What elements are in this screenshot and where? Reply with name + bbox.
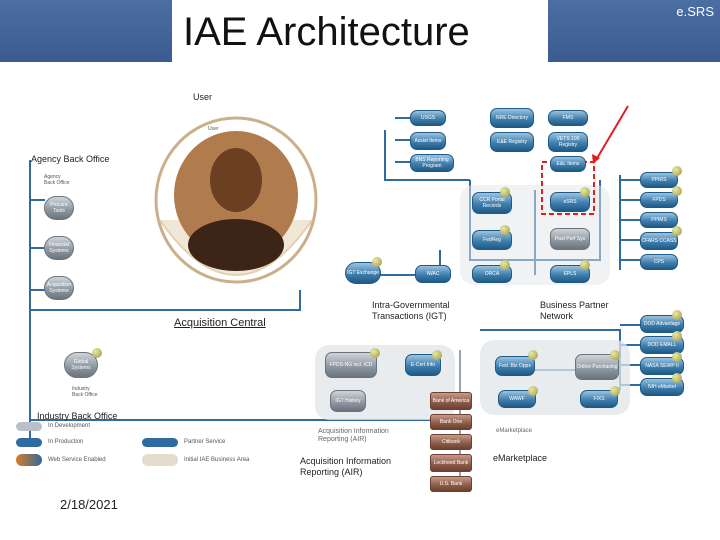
status-dot — [528, 350, 538, 360]
node-procure-tools: Procure Tools — [44, 196, 74, 220]
node-acquisition-systems: Acquisition Systems — [44, 276, 74, 300]
node-ccr: CCR Portal Records — [472, 192, 512, 214]
node-fedbizopps: Fed. Biz Opps — [495, 356, 535, 376]
node-nih-emarket: NIH eMarket — [640, 378, 684, 396]
node-igt-history: IGT History — [330, 390, 366, 412]
node-bns: BNS Reporting Program — [410, 154, 454, 172]
line-top-trunk — [384, 130, 470, 181]
status-dot — [500, 187, 510, 197]
node-igt-exchange: IGT Exchange — [345, 262, 381, 284]
status-dot — [610, 350, 620, 360]
node-usgs: USGS — [410, 110, 446, 126]
inner-label-user: User — [208, 126, 219, 132]
user-silhouette — [210, 148, 262, 212]
status-dot — [672, 186, 682, 196]
legend-swatch-initial-area — [142, 454, 178, 466]
user-body — [188, 219, 284, 271]
legend-swatch-partner — [142, 438, 178, 447]
line-acq-central — [30, 290, 301, 311]
node-ppims: PPIMS — [640, 212, 678, 228]
label-user: User — [193, 92, 213, 102]
node-ppirs: PPIRS — [640, 172, 678, 188]
status-dot — [672, 331, 682, 341]
status-dot — [432, 350, 442, 360]
inner-label-emarket: eMarketplace — [496, 428, 533, 434]
status-dot — [580, 187, 590, 197]
architecture-diagram: USGS NRE Directory FMS Assist Items E&E … — [0, 100, 720, 500]
slide-date: 2/18/2021 — [60, 497, 118, 512]
node-cfars: CFARS CCASS — [640, 232, 678, 250]
status-dot — [372, 257, 382, 267]
label-agency-back-office: Agency Back Office — [31, 154, 110, 164]
legend-label-development: In Development — [48, 423, 91, 429]
node-iwac: IWAC — [415, 265, 451, 283]
inner-label-agency: Agency Back Office — [44, 174, 70, 186]
legend-swatch-production — [16, 438, 42, 447]
node-el: E&L Items — [550, 156, 586, 172]
node-dod-emall: DOD EMALL — [640, 336, 684, 354]
legend-label-initial-area: Initial IAE Business Area — [184, 457, 250, 463]
node-assist: Assist Items — [410, 132, 446, 150]
header-band — [0, 0, 720, 62]
node-fedreg: FedReg — [472, 230, 512, 250]
node-dod-advantage: DOD Advantage — [640, 315, 684, 333]
node-cps: CPS — [640, 254, 678, 270]
inner-label-industry: Industry Back Office — [72, 386, 98, 398]
label-business-partner-network: Business Partner Network — [540, 300, 609, 321]
legend-label-web-service: Web Service Enabled — [48, 457, 106, 463]
legend-label-production: In Production — [48, 439, 84, 445]
node-financial-systems: Financial Systems — [44, 236, 74, 260]
node-esrs: eSRS — [550, 192, 590, 212]
line-top-branches — [395, 117, 410, 163]
status-dot — [672, 373, 682, 383]
inner-label-air: Acquisition Information Reporting (AIR) — [318, 428, 389, 443]
status-dot — [672, 352, 682, 362]
status-dot — [610, 386, 620, 396]
status-dot — [500, 260, 510, 270]
slide-title: IAE Architecture — [183, 10, 470, 54]
title-box — [172, 0, 548, 62]
status-dot — [370, 348, 380, 358]
label-air: Acquisition Information Reporting (AIR) — [300, 456, 392, 477]
status-dot — [500, 225, 510, 235]
label-industry-back-office: Industry Back Office — [37, 411, 118, 421]
label-acquisition-central[interactable]: Acquisition Central — [174, 317, 266, 329]
highlight-arrowhead — [592, 154, 600, 164]
status-dot — [672, 226, 682, 236]
node-bank-of-america: Bank of America — [430, 392, 472, 410]
node-lockheed: Lockheed Bank — [430, 454, 472, 472]
line-left-branches — [30, 199, 45, 291]
node-bank-one: Bank One — [430, 414, 472, 430]
node-nasa-sewp: NASA SEWP II — [640, 357, 684, 375]
node-fpds-ng: FPDS-NG incl. ICD — [325, 352, 377, 378]
label-emarketplace: eMarketplace — [493, 453, 548, 463]
node-fixs: FIXS — [580, 390, 618, 408]
legend: In Development In Production Web Service… — [12, 420, 252, 482]
node-citibank: Citibank — [430, 434, 472, 450]
status-dot — [672, 310, 682, 320]
node-ecert: E-Cert Info — [405, 354, 441, 376]
status-dot — [528, 386, 538, 396]
node-fpds: FPDS — [640, 192, 678, 208]
node-ee-registry: E&E Registry — [490, 132, 534, 152]
node-epls: EPLS — [550, 265, 590, 283]
label-igt: Intra-Governmental Transactions (IGT) — [372, 300, 450, 321]
node-nre-directory: NRE Directory — [490, 108, 534, 128]
line-bpn — [480, 324, 640, 390]
node-us-bank: U.S. Bank — [430, 476, 472, 492]
legend-swatch-development — [16, 422, 42, 431]
legend-label-partner: Partner Service — [184, 439, 226, 445]
status-dot — [580, 260, 590, 270]
status-dot — [92, 348, 102, 358]
legend-swatch-web-service — [16, 454, 42, 466]
highlight-arrow — [595, 105, 629, 161]
line-right-branches — [619, 175, 640, 270]
node-fms: FMS — [548, 110, 588, 126]
node-past-perf: Past Perf Sys — [550, 228, 590, 250]
brand-label: e.SRS — [676, 4, 714, 19]
status-dot — [672, 166, 682, 176]
node-wawf: WAWF — [498, 390, 536, 408]
node-vets100: VETS 100 Registry — [548, 132, 588, 152]
